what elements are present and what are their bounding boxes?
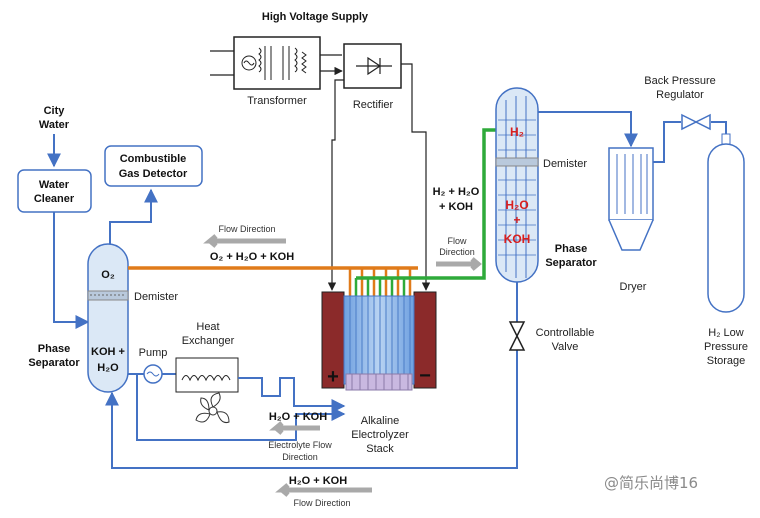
pump-label: Pump: [139, 347, 168, 359]
hydrogen-outlet-line: [356, 128, 500, 280]
supply-input-wires: [210, 50, 234, 76]
dryer-label: Dryer: [620, 281, 647, 293]
pump-symbol: [146, 371, 160, 377]
water-cleaner-label-2: Cleaner: [34, 193, 75, 205]
stack-minus-sign: −: [419, 365, 431, 387]
fan-icon: [195, 392, 230, 423]
storage-label-2: Pressure: [704, 341, 748, 353]
bpr-label-1: Back Pressure: [644, 75, 716, 87]
stack-label-1: Alkaline: [361, 415, 400, 427]
bottom-stream-label: H₂O + KOH: [289, 475, 347, 487]
dryer-to-storage-pipe: [653, 121, 727, 163]
heat-exchanger: [175, 357, 239, 393]
hydrogen-cell-outlets: [354, 278, 406, 296]
stack-label-3: Stack: [366, 443, 394, 455]
stack-plus-sign: +: [327, 366, 339, 388]
storage-label-1: H₂ Low: [708, 327, 744, 339]
phase-separator-right-label-1: Phase: [555, 243, 587, 255]
h2-stream-label-2: + KOH: [439, 201, 473, 213]
o2-label: O₂: [101, 269, 115, 281]
heat-exchanger-label-2: Exchanger: [182, 335, 235, 347]
gas-detector-label-1: Combustible: [120, 153, 187, 165]
koh-left-label-1: KOH +: [91, 346, 125, 358]
back-pressure-regulator[interactable]: [681, 113, 711, 131]
flow-direction-mid-label-2: Direction: [439, 247, 475, 257]
transformer: [233, 36, 321, 90]
high-voltage-supply-title: High Voltage Supply: [262, 11, 369, 23]
positive-power-lead: [401, 63, 431, 291]
storage-label-3: Storage: [707, 355, 746, 367]
electrolyzer-stack: [321, 291, 437, 391]
oxygen-vent-pipe: [109, 188, 158, 248]
transformer-to-rectifier-wires: [320, 54, 342, 71]
phase-separator-left-label-2: Separator: [28, 357, 80, 369]
koh-left-label-2: H₂O: [97, 362, 119, 374]
valve-label-2: Valve: [552, 341, 579, 353]
controllable-valve[interactable]: [508, 321, 526, 351]
demister-left-label: Demister: [134, 291, 178, 303]
gas-detector-label-2: Gas Detector: [119, 168, 188, 180]
water-cleaner-box: [17, 169, 92, 213]
stack-label-2: Electrolyzer: [351, 429, 409, 441]
flow-direction-arrow-top: [203, 234, 286, 248]
electrolyte-return-pipe: [136, 374, 346, 441]
bottom-flow-label: Flow Direction: [293, 498, 350, 508]
plus-mid-label: +: [513, 213, 520, 227]
phase-separator-left-label-1: Phase: [38, 343, 70, 355]
h2-stream-label-1: H₂ + H₂O: [433, 186, 480, 198]
h2-storage-tank: [707, 133, 745, 313]
negative-power-lead: [327, 79, 344, 291]
h2-top-label: H₂: [510, 125, 524, 139]
separator-to-dryer-pipe: [538, 111, 638, 148]
heat-exchanger-label-1: Heat: [196, 321, 219, 333]
exchanger-to-stack-pipe: [238, 377, 346, 413]
bottom-flow-arrow: [275, 483, 372, 497]
city-label: City: [44, 105, 66, 117]
electrolyte-flow-label-1: Electrolyte Flow: [268, 440, 332, 450]
electrolyte-flow-arrow: [269, 421, 320, 435]
hydrogen-side-return-pipe: [105, 282, 518, 469]
h2o-mid-label: H₂O: [505, 198, 528, 212]
oxygen-cell-outlets: [348, 268, 412, 296]
bpr-label-2: Regulator: [656, 89, 704, 101]
o2-stream-label: O₂ + H₂O + KOH: [210, 251, 294, 263]
electrolyte-stream-label: H₂O + KOH: [269, 411, 327, 423]
water-cleaner-label-1: Water: [39, 179, 70, 191]
gas-detector-box: [104, 145, 203, 187]
rectifier: [343, 43, 402, 89]
flow-direction-mid-label-1: Flow: [447, 236, 467, 246]
clean-water-pipe: [53, 212, 90, 329]
hydrogen-phase-separator: [495, 87, 539, 283]
phase-separator-right-label-2: Separator: [545, 257, 597, 269]
electrolyte-flow-label-2: Direction: [282, 452, 318, 462]
watermark: @简乐尚博16: [604, 474, 698, 492]
koh-mid-label: KOH: [504, 232, 531, 246]
valve-label-1: Controllable: [536, 327, 595, 339]
flow-direction-arrow-mid: [436, 257, 482, 271]
dryer: [608, 147, 654, 251]
water-label: Water: [39, 119, 70, 131]
transformer-label: Transformer: [247, 95, 307, 107]
demister-right-label: Demister: [543, 158, 587, 170]
rectifier-label: Rectifier: [353, 99, 394, 111]
flow-direction-top-label: Flow Direction: [218, 224, 275, 234]
